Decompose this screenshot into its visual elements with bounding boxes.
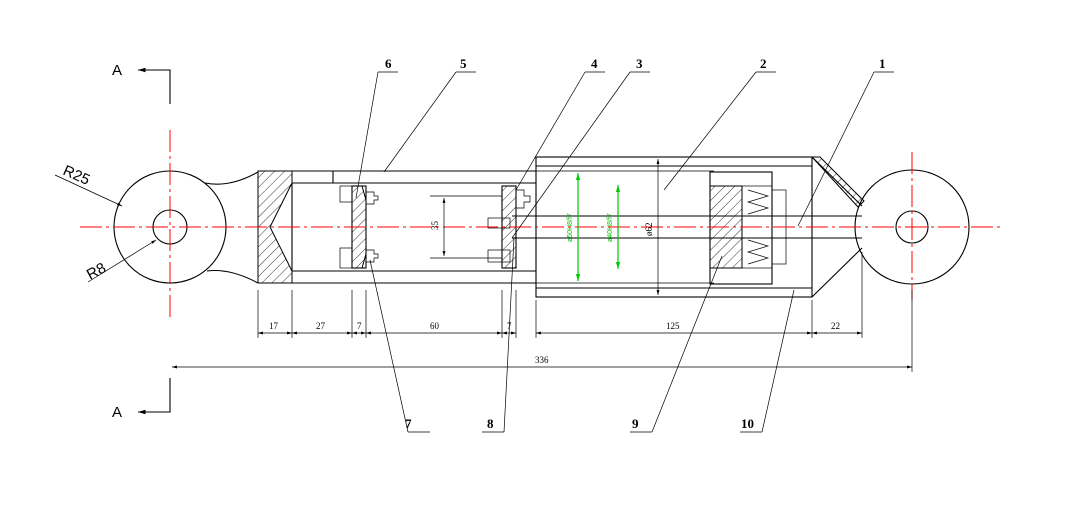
internal-diameter-dims: 35 ø50H8/f7 ø40H8/f7 ø62 [430, 159, 660, 295]
part-label-8: 8 [487, 416, 494, 431]
dim-overall-336: 336 [535, 355, 549, 365]
section-letter-bottom: A [112, 404, 122, 421]
dim-22: 22 [831, 321, 840, 331]
dim-7-left: 7 [357, 321, 362, 331]
piston-assembly [709, 171, 787, 285]
part-label-7: 7 [405, 416, 412, 431]
section-marker-top: A [112, 62, 171, 104]
part-label-10: 10 [741, 416, 754, 431]
dim-fit-50: ø50H8/f7 [567, 213, 574, 242]
dim-fit-40: ø40H8/f7 [607, 213, 614, 242]
part-label-5: 5 [460, 56, 467, 71]
radius-inner-label: R8 [84, 260, 109, 284]
section-letter-top: A [112, 62, 122, 79]
centerlines [80, 130, 1000, 320]
dim-125: 125 [666, 321, 680, 331]
cylinder-body [257, 156, 865, 298]
part-label-1: 1 [879, 56, 886, 71]
dim-17: 17 [269, 321, 279, 331]
part-label-4: 4 [591, 56, 598, 71]
dim-inner-bore: 35 [430, 221, 440, 231]
dim-27: 27 [316, 321, 326, 331]
part-label-2: 2 [760, 56, 767, 71]
radius-callouts: R25 R8 [54, 162, 157, 284]
part-label-3: 3 [636, 56, 643, 71]
part-leaders-top: 6 5 4 3 2 1 [355, 56, 894, 239]
dim-dia-62: ø62 [644, 223, 654, 237]
part-leaders-bottom: 7 8 9 10 [369, 237, 795, 433]
section-marker-bottom: A [112, 378, 171, 421]
part-label-6: 6 [385, 56, 392, 71]
dim-60: 60 [430, 321, 440, 331]
part-label-9: 9 [632, 416, 639, 431]
